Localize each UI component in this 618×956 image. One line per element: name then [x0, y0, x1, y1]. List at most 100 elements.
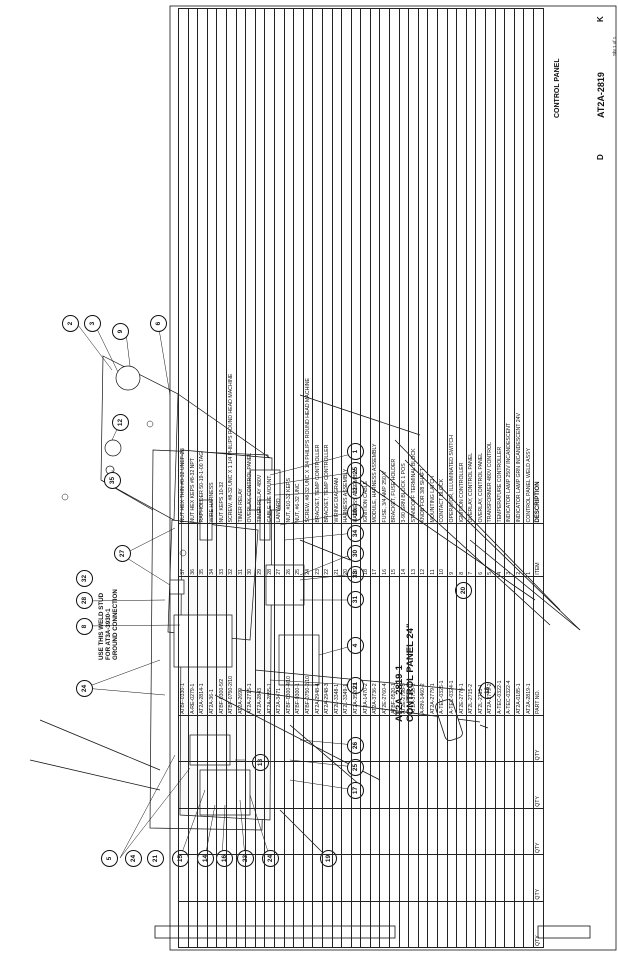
qty-cell: [332, 901, 342, 948]
qty-cell: [495, 808, 505, 855]
part-number-cell: ATBF-0750-2/10: [303, 576, 313, 716]
callout-balloon: 12: [112, 414, 129, 431]
callout-balloon: 24: [76, 680, 93, 697]
qty-cell: [437, 808, 448, 855]
qty-cell: [514, 808, 524, 855]
qty-cell: [485, 715, 496, 762]
part-number-cell: AT2L-2715-2: [466, 576, 476, 716]
qty-cell: [274, 715, 285, 762]
qty-cell: [351, 808, 361, 855]
description-cell: TEMPERATURE CONTROLLER: [495, 8, 505, 524]
part-number-cell: AT2A-36-1: [207, 576, 217, 716]
qty-cell: [312, 808, 323, 855]
part-number-cell: AT2A-3471: [274, 576, 285, 716]
part-number-cell: A-TEC-0322-1: [495, 576, 505, 716]
qty-cell: [188, 761, 198, 809]
part-number-cell: AT2E-2760-4: [379, 576, 390, 716]
description-cell: CONTROL PANEL WELD ASSY: [523, 8, 534, 524]
callout-balloon: 6: [150, 315, 167, 332]
description-cell: SCREW, #8-32 UNC X 1 1/4 PHILIPS ROUND H…: [226, 8, 237, 524]
part-number-cell: AT2E-2776-1: [456, 576, 467, 716]
components: [104, 365, 320, 816]
item-number-cell: 36: [188, 523, 198, 577]
part-number-cell: ATBF-0750-2/10: [226, 576, 237, 716]
description-cell: HARNESS ASSEMBLY: [341, 8, 352, 524]
qty-cell: [332, 761, 342, 809]
qty-cell: [418, 808, 428, 855]
qty-cell: [284, 854, 294, 902]
qty-cell: [475, 854, 486, 902]
callout-balloon: 35: [104, 472, 121, 489]
qty-cell: [379, 854, 390, 902]
qty-cell: [216, 715, 227, 762]
qty-cell: [360, 761, 371, 809]
ground-note-line-2: FOR AT3A-3930-1: [105, 608, 113, 660]
qty-cell: [293, 808, 304, 855]
description-cell: NUT HEX THIN #8-32 UNEF-2B: [178, 8, 189, 524]
drawing-size: D: [596, 154, 605, 160]
qty-cell: [236, 901, 246, 948]
qty-cell: [399, 901, 409, 948]
item-number-cell: 21: [332, 523, 342, 577]
qty-cell: [188, 715, 198, 762]
qty-cell: [447, 715, 457, 762]
qty-header-cell: QTY: [533, 715, 544, 762]
qty-cell: [418, 901, 428, 948]
qty-cell: [485, 808, 496, 855]
qty-cell: [351, 854, 361, 902]
item-number-cell: 17: [370, 523, 380, 577]
qty-cell: [399, 808, 409, 855]
description-cell: OPERATOR, ILLUMINATED SWITCH: [447, 8, 457, 524]
part-number-cell: AT2A-2855-1: [264, 576, 275, 716]
qty-cell: [322, 854, 332, 902]
part-number-cell: AT2A-2843: [255, 576, 265, 716]
part-number-cell: AT2A-0185-1: [514, 576, 524, 716]
description-cell: CABLE TIE MOUNT: [264, 8, 275, 524]
qty-cell: [495, 761, 505, 809]
qty-cell: [466, 761, 476, 809]
qty-cell: [447, 854, 457, 902]
description-cell: LANYARD: [274, 8, 285, 524]
part-number-cell: ATBF-0300-5/2: [216, 576, 227, 716]
qty-cell: [370, 761, 380, 809]
qty-cell: [303, 808, 313, 855]
item-number-cell: 34: [207, 523, 217, 577]
small-markers: [61, 420, 187, 559]
part-number-cell: AT2E-2798-5: [399, 576, 409, 716]
qty-cell: [274, 901, 285, 948]
qty-cell: [495, 854, 505, 902]
description-cell: OVERLAY, CONTROL PANEL: [475, 8, 486, 524]
qty-cell: [523, 854, 534, 902]
qty-cell: [427, 901, 438, 948]
qty-cell: [322, 901, 332, 948]
item-number-cell: 35: [197, 523, 208, 577]
qty-cell: [216, 854, 227, 902]
description-cell: MOUNTING LATCH: [427, 8, 438, 524]
description-cell: HARNESS ASSEMBLY: [351, 8, 361, 524]
item-number-cell: 8: [456, 523, 467, 577]
qty-cell: [188, 808, 198, 855]
qty-cell: [236, 715, 246, 762]
item-number-cell: 6: [475, 523, 486, 577]
qty-cell: [293, 854, 304, 902]
qty-cell: [178, 715, 189, 762]
qty-cell: [408, 901, 419, 948]
qty-cell: [456, 854, 467, 902]
item-number-cell: 5: [485, 523, 496, 577]
item-number-cell: 27: [274, 523, 285, 577]
item-number-cell: 32: [226, 523, 237, 577]
qty-cell: [456, 808, 467, 855]
qty-cell: [207, 854, 217, 902]
qty-cell: [293, 715, 304, 762]
qty-cell: [379, 901, 390, 948]
item-number-cell: 2: [514, 523, 524, 577]
qty-cell: [322, 808, 332, 855]
ground-note: USE THIS WELD STUD FOR AT3A-3930-1 GROUN…: [98, 589, 119, 660]
qty-cell: [523, 761, 534, 809]
